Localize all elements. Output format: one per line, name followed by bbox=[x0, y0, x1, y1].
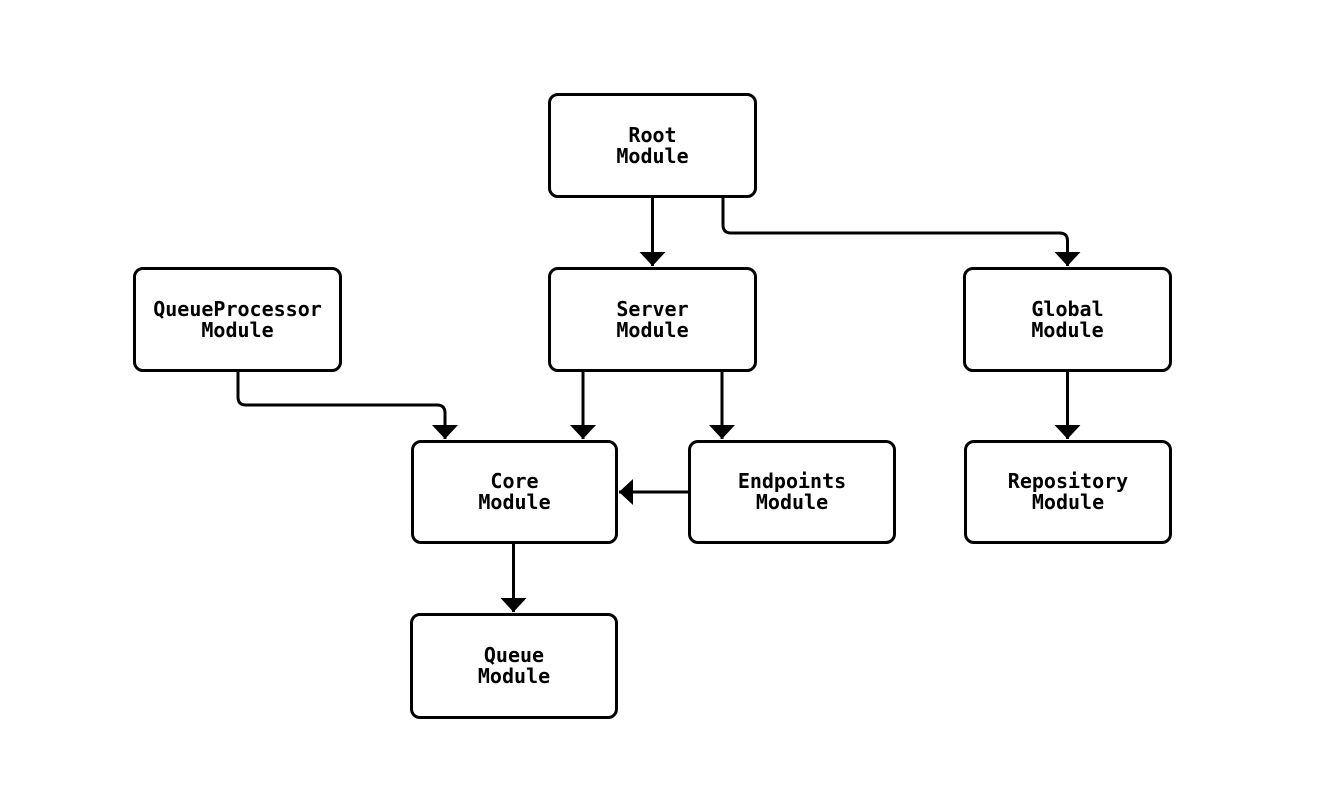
node-queue-label-line2: Module bbox=[477, 664, 551, 688]
node-core-module: Core Module bbox=[411, 440, 618, 544]
node-repository-label-line1: Repository bbox=[1007, 469, 1129, 493]
node-global-label-line2: Module bbox=[1031, 317, 1104, 342]
edge-root-to-global bbox=[721, 197, 1081, 266]
node-endpoints-module: Endpoints Module bbox=[688, 440, 896, 544]
node-endpoints-label-line1: Endpoints bbox=[737, 469, 847, 493]
node-queueprocessor-label-line1: QueueProcessor bbox=[153, 296, 322, 321]
node-core-label-line2: Module bbox=[478, 490, 551, 514]
node-repository-module: Repository Module bbox=[964, 440, 1172, 544]
node-root-module: Root Module bbox=[548, 93, 757, 198]
node-core-label-line1: Core bbox=[490, 469, 539, 493]
node-repository-label-line2: Module bbox=[1031, 490, 1105, 514]
node-queueprocessor-label-line2: Module bbox=[201, 317, 274, 342]
node-server-label-line2: Module bbox=[616, 317, 689, 342]
node-queue-module: Queue Module bbox=[410, 613, 618, 719]
edge-queueprocessor-to-core bbox=[236, 372, 458, 439]
node-server-module: Server Module bbox=[548, 267, 757, 372]
node-root-label-line1: Root bbox=[628, 122, 677, 147]
node-queue-label-line1: Queue bbox=[483, 643, 545, 667]
node-endpoints-label-line2: Module bbox=[755, 490, 829, 514]
node-global-module: Global Module bbox=[963, 267, 1172, 372]
node-root-label-line2: Module bbox=[616, 143, 689, 168]
node-global-label-line1: Global bbox=[1031, 296, 1104, 321]
node-server-label-line1: Server bbox=[616, 296, 689, 321]
node-queueprocessor-module: QueueProcessor Module bbox=[133, 267, 342, 372]
